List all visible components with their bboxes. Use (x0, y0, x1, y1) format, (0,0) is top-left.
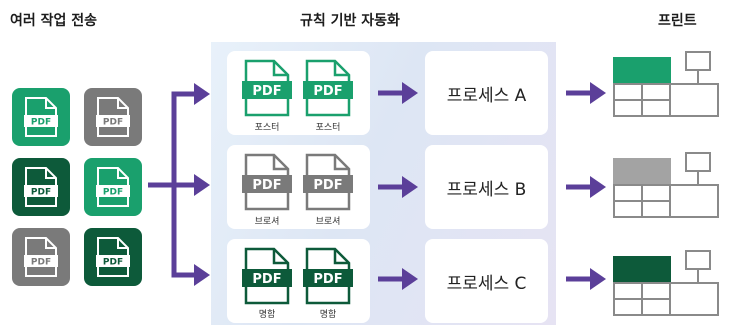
pdf-file-icon: PDF (242, 59, 292, 117)
svg-text:PDF: PDF (252, 272, 281, 287)
printer-icon (612, 50, 720, 124)
arrow-right-icon (566, 82, 606, 104)
svg-text:PDF: PDF (313, 84, 342, 99)
svg-text:PDF: PDF (313, 272, 342, 287)
branch-arrow-icon (148, 83, 210, 286)
document-caption: 명함 (258, 310, 276, 320)
document-caption: 명함 (319, 310, 337, 320)
pdf-file-icon: PDF (96, 237, 130, 277)
svg-text:PDF: PDF (31, 188, 51, 198)
pdf-file-icon: PDF (96, 97, 130, 137)
svg-text:PDF: PDF (103, 258, 123, 268)
pdf-file-icon: PDF (242, 153, 292, 211)
input-file-tile: PDF (84, 158, 142, 216)
pdf-file-icon: PDF (24, 167, 58, 207)
document-caption: 브로셔 (315, 217, 341, 227)
pdf-file-icon: PDF (24, 97, 58, 137)
svg-text:PDF: PDF (103, 188, 123, 198)
input-file-tile: PDF (12, 88, 70, 146)
pdf-file-icon: PDF (24, 237, 58, 277)
pdf-file-icon: PDF (303, 153, 353, 211)
heading-print: 프린트 (658, 13, 697, 29)
pdf-file-icon: PDF (242, 247, 292, 305)
pdf-file-icon: PDF (96, 167, 130, 207)
process-label: 프로세스 B (446, 179, 527, 200)
document-caption: 포스터 (254, 123, 280, 133)
document-caption: 브로셔 (254, 217, 280, 227)
arrow-right-icon (566, 268, 606, 290)
heading-send-multiple-jobs: 여러 작업 전송 (10, 13, 98, 29)
input-file-tile: PDF (84, 228, 142, 286)
input-file-tile: PDF (12, 228, 70, 286)
printer-icon (612, 151, 720, 225)
arrow-right-icon (378, 82, 418, 104)
arrow-right-icon (378, 176, 418, 198)
pdf-file-icon: PDF (303, 247, 353, 305)
process-label: 프로세스 A (446, 85, 527, 106)
input-file-tile: PDF (12, 158, 70, 216)
process-label: 프로세스 C (446, 273, 527, 294)
process-card: 프로세스 B (425, 145, 548, 229)
printer-icon (612, 249, 720, 323)
document-caption: 포스터 (315, 123, 341, 133)
svg-text:PDF: PDF (252, 178, 281, 193)
svg-text:PDF: PDF (31, 258, 51, 268)
pdf-file-icon: PDF (303, 59, 353, 117)
svg-text:PDF: PDF (313, 178, 342, 193)
heading-rule-based-automation: 규칙 기반 자동화 (300, 13, 400, 29)
arrow-right-icon (566, 176, 606, 198)
svg-text:PDF: PDF (103, 118, 123, 128)
arrow-right-icon (378, 268, 418, 290)
svg-text:PDF: PDF (31, 118, 51, 128)
process-card: 프로세스 A (425, 51, 548, 135)
input-file-tile: PDF (84, 88, 142, 146)
process-card: 프로세스 C (425, 239, 548, 323)
svg-text:PDF: PDF (252, 84, 281, 99)
